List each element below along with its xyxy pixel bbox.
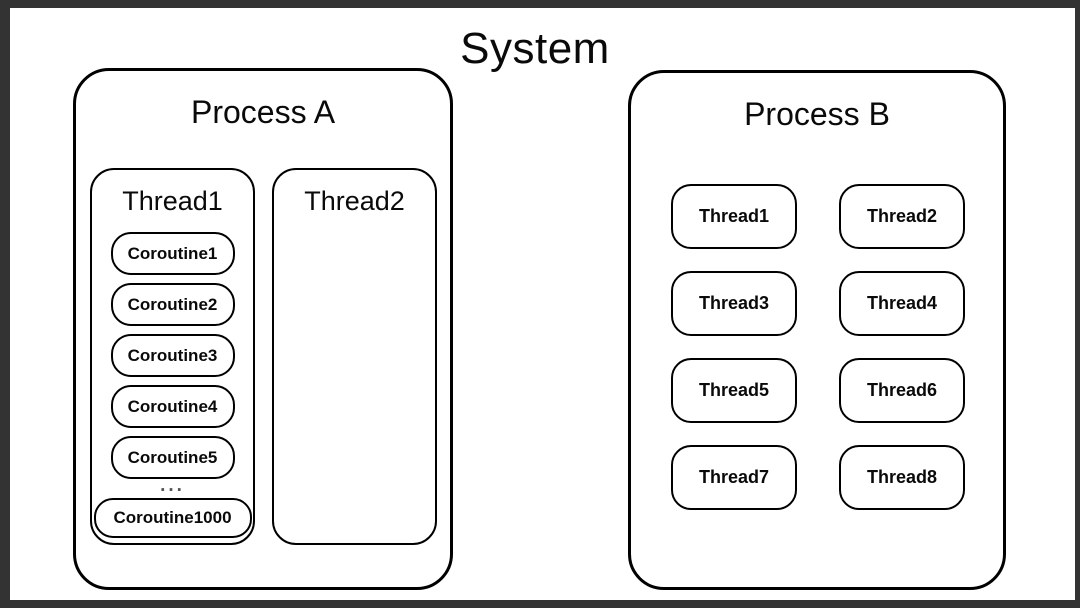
process-a-thread2-label: Thread2: [304, 186, 405, 216]
process-a-thread1-label: Thread1: [122, 186, 223, 216]
system-title: System: [460, 24, 610, 73]
process-a-box: Process A Thread1 Coroutine1 Coroutine2 …: [73, 68, 453, 590]
process-b-box: Process B Thread1 Thread2 Thread3 Thread…: [628, 70, 1006, 590]
ellipsis-more-coroutines: ...: [160, 475, 185, 496]
process-a-thread1-box: Thread1 Coroutine1 Coroutine2 Coroutine3…: [90, 168, 255, 545]
process-b-thread-box: Thread3: [671, 271, 797, 336]
coroutine-box: Coroutine1000: [93, 498, 252, 538]
process-b-thread-box: Thread4: [839, 271, 965, 336]
coroutine-box: Coroutine4: [110, 385, 235, 428]
process-a-label: Process A: [190, 94, 336, 130]
process-b-thread-box: Thread5: [671, 358, 797, 423]
process-b-thread-box: Thread7: [671, 445, 797, 510]
coroutine-box: Coroutine1: [110, 232, 235, 275]
coroutine-box: Coroutine5: [110, 436, 235, 479]
coroutine-box: Coroutine2: [110, 283, 235, 326]
process-b-thread-box: Thread2: [839, 184, 965, 249]
process-b-thread-box: Thread1: [671, 184, 797, 249]
process-b-label: Process B: [744, 96, 890, 132]
coroutine-box: Coroutine3: [110, 334, 235, 377]
process-b-thread-box: Thread6: [839, 358, 965, 423]
process-b-thread-box: Thread8: [839, 445, 965, 510]
process-b-thread-grid: Thread1 Thread2 Thread3 Thread4 Thread5 …: [671, 184, 965, 510]
process-a-thread2-box: Thread2: [272, 168, 437, 545]
